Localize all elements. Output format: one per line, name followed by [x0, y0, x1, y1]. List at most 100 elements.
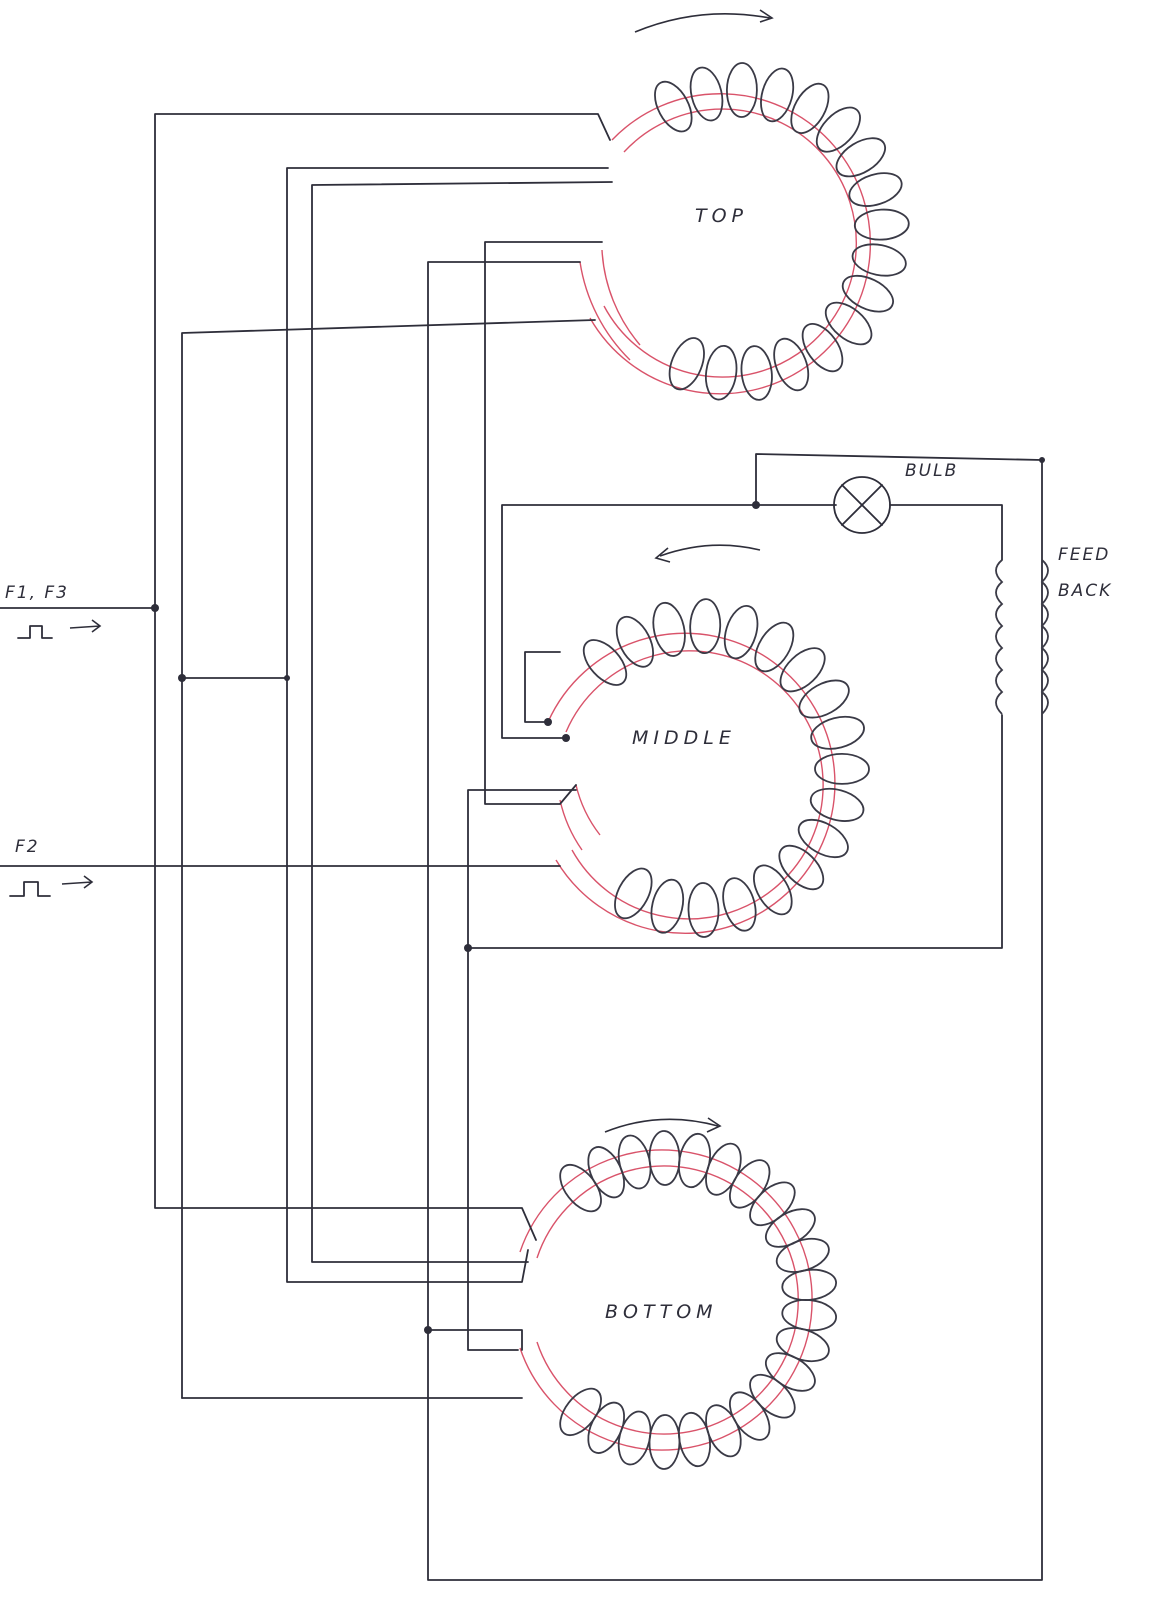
top-core-end-outer — [579, 261, 631, 361]
f2-label: F2 — [15, 837, 40, 857]
bulb-label: BULB — [905, 461, 958, 481]
left-bus-4 — [311, 181, 613, 1263]
left-bus-3 — [286, 167, 609, 1283]
top-arrowhead-icon — [759, 9, 774, 23]
middle-winding-loop — [615, 615, 654, 668]
bottom-core-inner — [536, 1165, 799, 1435]
middle-core-outer — [547, 632, 836, 934]
top-winding-loop — [705, 344, 738, 401]
top-winding-loop — [790, 82, 830, 134]
middle-short-wire — [501, 504, 837, 739]
middle-winding-loop — [798, 679, 850, 719]
junction-middle-b — [562, 734, 570, 742]
top-winding-loop — [853, 208, 910, 241]
f1f3-arrow-icon — [69, 619, 102, 633]
middle-winding-loop — [687, 882, 720, 938]
feedback-return-wire — [467, 714, 1003, 949]
bottom-core-outer — [519, 1149, 813, 1451]
square-pulse-icon-f2 — [9, 881, 51, 897]
bottom-end-wire — [427, 1329, 523, 1351]
bottom-toroid — [519, 1130, 837, 1470]
top-to-middle-wire — [484, 241, 603, 805]
wiring — [0, 113, 1043, 1581]
top-curved-arrow-icon — [634, 12, 771, 33]
bottom-winding-loop — [765, 1352, 816, 1392]
middle-winding-loop — [797, 818, 849, 859]
left-bus-1 — [154, 113, 611, 1241]
junction-bus3 — [284, 675, 290, 681]
top-toroid — [579, 62, 910, 401]
square-pulse-icon — [17, 625, 53, 639]
middle-core-inner — [565, 650, 824, 920]
top-winding-loop — [835, 137, 886, 178]
middle-winding-loop — [723, 604, 759, 660]
f1f3-label: F1, F3 — [5, 583, 69, 603]
lamp-cross-icon — [833, 476, 891, 534]
bottom-arrowhead-icon — [706, 1117, 722, 1133]
junction-f1f3 — [151, 604, 159, 612]
junctions — [151, 457, 1045, 1334]
top-core-end-inner — [601, 249, 641, 346]
bottom-winding-loop — [617, 1410, 652, 1466]
top-winding-loop — [689, 66, 724, 122]
top-winding-loop — [740, 345, 773, 401]
bottom-curved-arrow-icon — [604, 1118, 719, 1133]
middle-winding-loop — [778, 844, 825, 891]
bottom-winding-loop — [705, 1142, 742, 1196]
middle-winding-loop — [722, 877, 757, 932]
top-winding-loop — [760, 67, 795, 123]
middle-toroid — [547, 598, 870, 938]
middle-winding-loop — [689, 598, 722, 654]
bottom-winding-loop — [765, 1208, 816, 1248]
top-label: TOP — [695, 205, 748, 227]
middle-winding-loop — [809, 787, 865, 822]
top-winding-loop — [815, 106, 861, 153]
middle-curved-arrow-icon — [659, 544, 761, 557]
top-winding-loop — [851, 243, 907, 277]
junction-bottom — [424, 1326, 432, 1334]
bottom-winding-loop — [559, 1387, 602, 1436]
bottom-winding-loop — [678, 1132, 711, 1189]
bulb-right-wire — [889, 504, 1003, 561]
junction-bulb — [752, 501, 760, 509]
middle-winding-loop — [779, 647, 826, 693]
left-bus-2 — [181, 319, 596, 1399]
bulb — [833, 476, 891, 534]
bottom-winding-loop — [678, 1411, 711, 1468]
top-winding-loop — [841, 274, 894, 313]
bottom-label: BOTTOM — [605, 1301, 718, 1323]
left-bus-5 — [427, 261, 1043, 1581]
middle-winding — [582, 598, 870, 938]
top-winding-loop — [654, 80, 693, 133]
labels: TOP MIDDLE BOTTOM BULB FEED BACK F1, F3 … — [5, 205, 1110, 1323]
f2-arrow-icon — [61, 875, 94, 889]
top-core-inner — [603, 108, 857, 378]
bottom-winding-loop — [648, 1130, 681, 1186]
middle-winding-loop — [754, 621, 795, 673]
middle-winding-loop — [810, 715, 865, 750]
bottom-winding-loop — [648, 1414, 681, 1470]
lamp-cross-lines — [841, 484, 883, 526]
feedback-coil-right — [1040, 559, 1049, 715]
top-winding-loop — [801, 323, 844, 373]
feedback-coil — [995, 559, 1049, 715]
middle-winding-loop — [753, 864, 793, 916]
middle-winding-loop — [814, 752, 870, 785]
middle-winding-loop — [650, 878, 685, 934]
middle-core-end-outer — [559, 799, 583, 851]
middle-loop-wire — [524, 651, 561, 723]
bottom-winding-loop — [705, 1404, 742, 1458]
top-winding — [654, 62, 910, 401]
feedback-label-line1: FEED — [1058, 545, 1110, 565]
pulse-symbols — [9, 619, 102, 897]
middle-label: MIDDLE — [632, 727, 736, 749]
junction-middle-a — [544, 718, 552, 726]
top-winding-loop — [848, 172, 903, 207]
top-winding-loop — [725, 62, 758, 118]
top-winding-loop — [773, 337, 810, 392]
direction-arrows — [604, 9, 774, 1133]
junction-feedback-top — [1039, 457, 1045, 463]
middle-winding-loop — [614, 867, 653, 920]
junction-bus2 — [178, 674, 186, 682]
